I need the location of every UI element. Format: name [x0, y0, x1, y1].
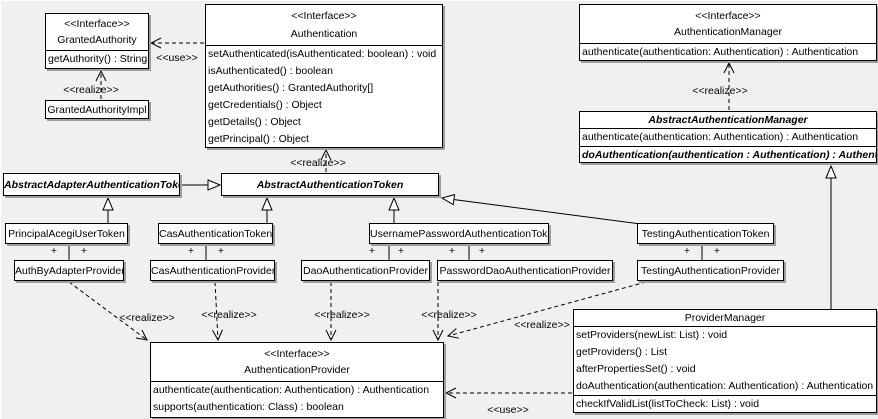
method: authenticate(authentication: Authenticat… — [153, 384, 430, 396]
label-plus: + — [714, 245, 720, 257]
class-name: AbstractAuthenticationManager — [648, 114, 808, 126]
method: getCredentials() : Object — [208, 99, 322, 111]
method: setAuthenticated(isAuthenticated: boolea… — [208, 48, 437, 60]
class-name: AuthenticationProvider — [244, 364, 350, 377]
method: authenticate(authentication: Authenticat… — [582, 46, 859, 58]
class-name: Authentication — [290, 27, 358, 40]
class-header: <<Interface>> AuthenticationManager — [580, 5, 876, 44]
label-use-providermanager: <<use>> — [487, 404, 528, 416]
class-name: TestingAuthenticationProvider — [641, 264, 780, 277]
label-plus: + — [81, 245, 87, 257]
method: afterPropertiesSet() : void — [576, 363, 696, 375]
class-name: UsernamePasswordAuthenticationToken — [370, 227, 548, 240]
class-name: AbstractAdapterAuthenticationToken — [4, 178, 179, 191]
class-name: AbstractAuthenticationToken — [256, 178, 404, 191]
class-name: CasAuthenticationToken — [159, 227, 272, 240]
stereotype: <<Interface>> — [291, 10, 357, 23]
class-provider-manager: ProviderManager setProviders(newList: Li… — [573, 309, 877, 413]
method: isAuthenticated() : boolean — [208, 65, 333, 77]
label-plus: + — [398, 245, 404, 257]
label-plus: + — [188, 245, 194, 257]
label-realize-abstracttoken: <<realize>> — [290, 157, 345, 169]
class-header: ProviderManager — [574, 310, 876, 327]
class-authentication-manager: <<Interface>> AuthenticationManager auth… — [579, 4, 877, 61]
stereotype: <<Interface>> — [264, 347, 330, 360]
abstract-method: doAuthentication(authentication : Authen… — [580, 146, 876, 164]
class-authentication: <<Interface>> Authentication setAuthenti… — [205, 4, 443, 148]
label-realize-grantedauthorityimpl: <<realize>> — [63, 84, 118, 96]
class-header: AbstractAuthenticationManager — [580, 112, 876, 129]
edge-realize-authbyadapterprovider — [68, 281, 147, 340]
class-name: AuthByAdapterProvider — [15, 264, 123, 277]
edge-realize-testingprovider — [448, 281, 647, 336]
method: getAuthority() : String — [48, 53, 148, 65]
stereotype: <<Interface>> — [64, 18, 130, 30]
class-abstract-authentication-manager: AbstractAuthenticationManager authentica… — [579, 111, 877, 163]
method: getProviders() : List — [576, 346, 668, 358]
label-plus: + — [51, 245, 57, 257]
class-granted-authority: <<Interface>> GrantedAuthority getAuthor… — [45, 13, 149, 69]
label-realize-authbyadapterprovider: <<realize>> — [119, 312, 174, 324]
edge-realize-casprovider — [215, 281, 218, 340]
class-password-dao-authentication-provider: PasswordDaoAuthenticationProvider — [437, 260, 613, 281]
class-username-password-authentication-token: UsernamePasswordAuthenticationToken — [369, 223, 549, 244]
class-name: GrantedAuthorityImpl — [47, 103, 147, 116]
method: authenticate(authentication: Authenticat… — [582, 131, 859, 143]
class-name: TestingAuthenticationToken — [641, 227, 770, 240]
class-header: <<Interface>> AuthenticationProvider — [151, 343, 443, 382]
class-name: GrantedAuthority — [57, 34, 137, 46]
class-name: PrincipalAcegiUserToken — [8, 227, 125, 240]
class-principal-acegi-user-token: PrincipalAcegiUserToken — [5, 223, 128, 244]
method: getAuthorities() : GrantedAuthority[] — [208, 82, 374, 94]
label-plus: + — [684, 245, 690, 257]
method: getPrincipal() : Object — [208, 133, 309, 145]
method: setProviders(newList: List) : void — [576, 329, 728, 341]
label-realize-passworddaoprovider: <<realize>> — [421, 309, 476, 321]
method: supports(authentication: Class) : boolea… — [153, 401, 344, 413]
class-dao-authentication-provider: DaoAuthenticationProvider — [301, 260, 430, 281]
method: doAuthentication(authentication: Authent… — [576, 380, 874, 392]
class-abstract-adapter-authentication-token: AbstractAdapterAuthenticationToken — [3, 173, 180, 196]
class-abstract-authentication-token: AbstractAuthenticationToken — [221, 173, 439, 196]
class-cas-authentication-token: CasAuthenticationToken — [158, 223, 273, 244]
class-name: PasswordDaoAuthenticationProvider — [439, 264, 611, 277]
class-name: CasAuthenticationProvider — [151, 264, 274, 277]
class-header: <<Interface>> GrantedAuthority — [46, 14, 148, 51]
method: checkIfValidList(listToCheck: List) : vo… — [574, 395, 876, 413]
label-realize-casprovider: <<realize>> — [201, 309, 256, 321]
class-authentication-provider: <<Interface>> AuthenticationProvider aut… — [150, 342, 444, 418]
label-plus: + — [218, 245, 224, 257]
label-plus: + — [449, 245, 455, 257]
label-realize-abstractauthmanager: <<realize>> — [692, 85, 747, 97]
label-realize-testingprovider: <<realize>> — [514, 319, 569, 331]
class-granted-authority-impl: GrantedAuthorityImpl — [45, 100, 149, 119]
label-plus: + — [369, 245, 375, 257]
label-realize-daoprovider: <<realize>> — [314, 309, 369, 321]
class-testing-authentication-provider: TestingAuthenticationProvider — [637, 260, 784, 281]
class-auth-by-adapter-provider: AuthByAdapterProvider — [14, 260, 124, 281]
class-testing-authentication-token: TestingAuthenticationToken — [637, 223, 774, 244]
label-use-grantedauthority: <<use>> — [156, 52, 197, 64]
method: getDetails() : Object — [208, 116, 301, 128]
edge-gen-testingtoken-to-abstracttoken — [442, 198, 642, 225]
class-name: ProviderManager — [684, 312, 766, 324]
stereotype: <<Interface>> — [695, 9, 761, 22]
class-name: DaoAuthenticationProvider — [303, 264, 428, 277]
class-name: AuthenticationManager — [674, 26, 782, 39]
label-plus: + — [479, 245, 485, 257]
class-cas-authentication-provider: CasAuthenticationProvider — [150, 260, 275, 281]
class-header: <<Interface>> Authentication — [206, 5, 442, 46]
